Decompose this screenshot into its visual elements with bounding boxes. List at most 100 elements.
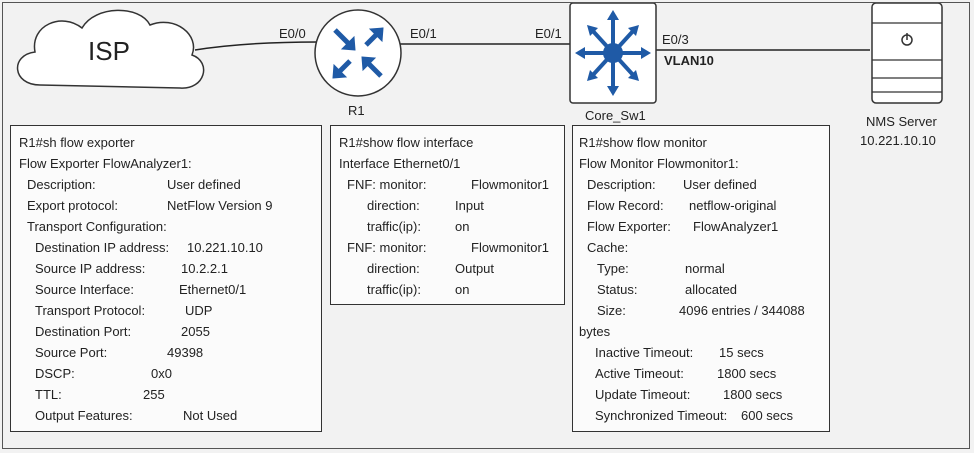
exporter-row-value: 255 — [143, 387, 165, 402]
exporter-row-value: Not Used — [183, 408, 238, 423]
monitor-row: bytes — [579, 321, 829, 342]
monitor-row-value: User defined — [683, 177, 757, 192]
switch-icon — [569, 2, 657, 104]
exporter-row: Source Port: 49398 — [19, 342, 321, 363]
exporter-row: Transport Configuration: — [19, 216, 321, 237]
monitor-row-label: Description: — [587, 177, 656, 192]
exporter-row: Transport Protocol: UDP — [19, 300, 321, 321]
exporter-row-label: Transport Configuration: — [27, 219, 167, 234]
exporter-row-label: TTL: — [35, 387, 62, 402]
exporter-row-label: Destination IP address: — [35, 240, 170, 255]
nms-ip-label: 10.221.10.10 — [860, 133, 936, 148]
exporter-command: R1#sh flow exporter — [19, 135, 135, 150]
r1-port-right-label: E0/1 — [410, 26, 437, 41]
interface-row-value: Output — [455, 261, 495, 276]
flow-exporter-panel: R1#sh flow exporter Flow Exporter FlowAn… — [10, 125, 322, 432]
monitor-row: Cache: — [579, 237, 829, 258]
interface-command: R1#show flow interface — [339, 135, 474, 150]
exporter-row-label: Export protocol: — [27, 198, 119, 213]
interface-row: direction: Output — [339, 258, 564, 279]
monitor-row: Flow Exporter: FlowAnalyzer1 — [579, 216, 829, 237]
monitor-row-label: bytes — [579, 324, 611, 339]
exporter-row: Source Interface: Ethernet0/1 — [19, 279, 321, 300]
monitor-row-label: Synchronized Timeout: — [595, 408, 728, 423]
nms-label: NMS Server — [866, 114, 937, 129]
exporter-header: Flow Exporter FlowAnalyzer1: — [19, 156, 192, 171]
monitor-row: Active Timeout: 1800 secs — [579, 363, 829, 384]
r1-label: R1 — [348, 103, 365, 118]
exporter-row-label: Description: — [27, 177, 96, 192]
isp-cloud-icon — [16, 9, 205, 89]
server-icon — [871, 2, 943, 104]
exporter-row: Output Features: Not Used — [19, 405, 321, 426]
exporter-row-value: NetFlow Version 9 — [167, 198, 273, 213]
monitor-command: R1#show flow monitor — [579, 135, 707, 150]
monitor-row-label: Cache: — [587, 240, 629, 255]
interface-row-value: Flowmonitor1 — [471, 240, 550, 255]
monitor-row-value: 600 secs — [741, 408, 794, 423]
exporter-row: Destination Port: 2055 — [19, 321, 321, 342]
monitor-row: Type:normal — [579, 258, 829, 279]
monitor-row-label: Active Timeout: — [595, 366, 684, 381]
exporter-row-label: Source IP address: — [35, 261, 146, 276]
monitor-row-label: Type: — [597, 261, 629, 276]
interface-row: traffic(ip): on — [339, 279, 564, 300]
monitor-row: Size:4096 entries / 344088 — [579, 300, 829, 321]
exporter-row: Export protocol: NetFlow Version 9 — [19, 195, 321, 216]
interface-row-value: on — [455, 282, 470, 297]
flow-monitor-panel: R1#show flow monitor Flow Monitor Flowmo… — [572, 125, 830, 432]
interface-row-value: on — [455, 219, 470, 234]
monitor-row-label: Update Timeout: — [595, 387, 691, 402]
monitor-row: Flow Record:netflow-original — [579, 195, 829, 216]
interface-row-value: Flowmonitor1 — [471, 177, 550, 192]
coresw-port-left-label: E0/1 — [535, 26, 562, 41]
exporter-row-value: 0x0 — [151, 366, 172, 381]
exporter-row-value: 10.2.2.1 — [181, 261, 228, 276]
exporter-row-value: Ethernet0/1 — [179, 282, 247, 297]
exporter-row-value: 2055 — [181, 324, 210, 339]
link-isp-r1 — [194, 41, 319, 51]
monitor-header: Flow Monitor Flowmonitor1: — [579, 156, 739, 171]
router-icon — [314, 9, 402, 97]
interface-row: traffic(ip): on — [339, 216, 564, 237]
exporter-row-label: Destination Port: — [35, 324, 132, 339]
exporter-row: Destination IP address: 10.221.10.10 — [19, 237, 321, 258]
monitor-row-value: 4096 entries / 344088 — [679, 303, 805, 318]
monitor-row-value: 1800 secs — [723, 387, 783, 402]
monitor-row-label: Flow Exporter: — [587, 219, 671, 234]
coresw-port-right-label: E0/3 — [662, 32, 689, 47]
interface-row-label: direction: — [367, 198, 420, 213]
exporter-row: Source IP address: 10.2.2.1 — [19, 258, 321, 279]
interface-row-label: FNF: monitor: — [347, 177, 427, 192]
exporter-row-value: User defined — [167, 177, 241, 192]
monitor-row-value: allocated — [685, 282, 738, 297]
monitor-row: Status: allocated — [579, 279, 829, 300]
exporter-row-value: UDP — [185, 303, 213, 318]
exporter-row-label: Output Features: — [35, 408, 133, 423]
exporter-row-value: 49398 — [167, 345, 204, 360]
interface-row-label: direction: — [367, 261, 420, 276]
exporter-row-label: Transport Protocol: — [35, 303, 146, 318]
interface-row: direction:Input — [339, 195, 564, 216]
interface-row-label: traffic(ip): — [367, 282, 421, 297]
interface-row-label: traffic(ip): — [367, 219, 421, 234]
interface-row: FNF: monitor:Flowmonitor1 — [339, 237, 564, 258]
vlan-label: VLAN10 — [664, 53, 714, 68]
monitor-row-value: 15 secs — [719, 345, 764, 360]
monitor-row-label: Status: — [597, 282, 638, 297]
coresw-label: Core_Sw1 — [585, 108, 646, 123]
monitor-row-label: Inactive Timeout: — [595, 345, 694, 360]
exporter-row-label: Source Port: — [35, 345, 108, 360]
exporter-row-label: Source Interface: — [35, 282, 134, 297]
interface-row: FNF: monitor: Flowmonitor1 — [339, 174, 564, 195]
monitor-row-value: 1800 secs — [717, 366, 777, 381]
flow-interface-panel: R1#show flow interface Interface Etherne… — [330, 125, 565, 305]
exporter-row-label: DSCP: — [35, 366, 75, 381]
exporter-row-value: 10.221.10.10 — [187, 240, 263, 255]
r1-port-left-label: E0/0 — [279, 26, 306, 41]
isp-label: ISP — [88, 36, 130, 66]
monitor-row-value: FlowAnalyzer1 — [693, 219, 779, 234]
monitor-row-value: netflow-original — [689, 198, 777, 213]
